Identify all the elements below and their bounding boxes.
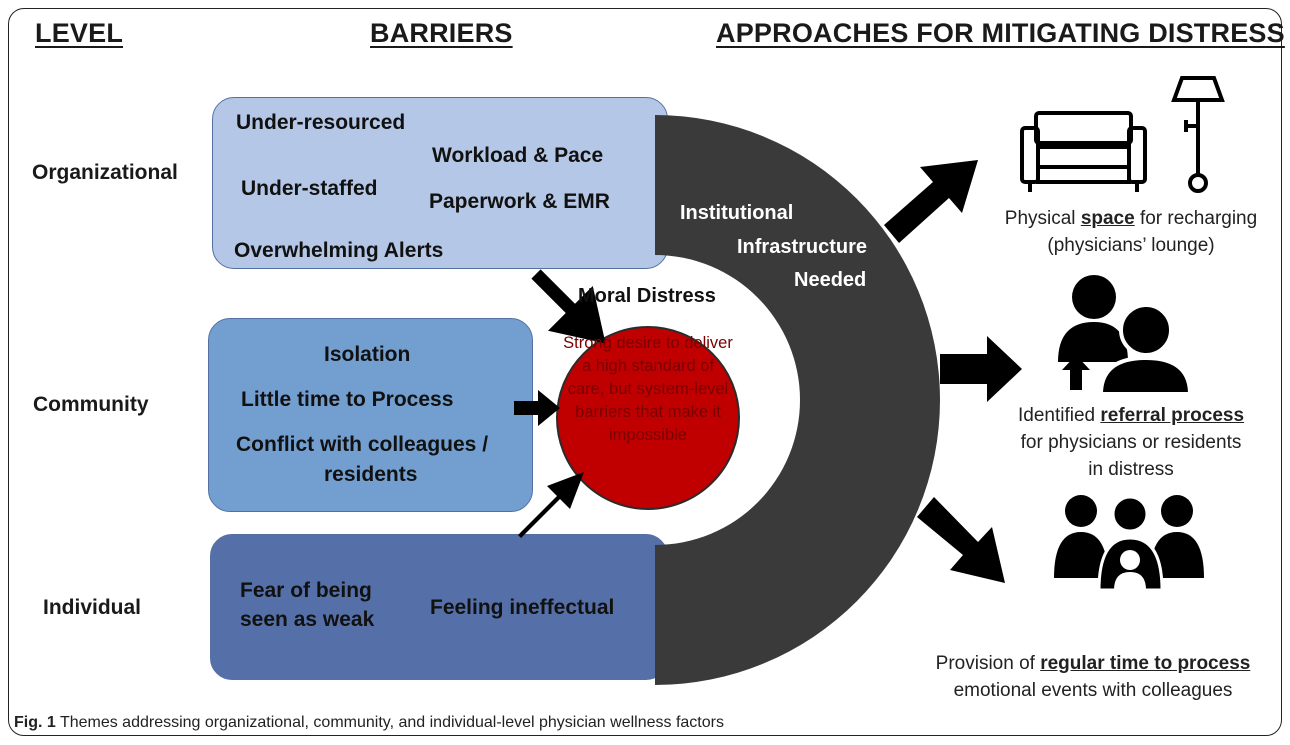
ring-text-infrastructure: Infrastructure [737,236,868,258]
figure-frame [8,8,1282,736]
organizational-barriers-box [212,97,668,269]
approach-regular-key: regular time to process [1040,653,1251,674]
ring-text-institutional: Institutional [680,202,794,224]
approach-space-key: space [1080,208,1135,229]
barrier-paperwork-emr: Paperwork & EMR [429,190,610,213]
arrow-to-space [884,160,978,243]
barrier-isolation: Isolation [324,343,411,366]
figure-caption-text: Themes addressing organizational, commun… [55,714,724,731]
group-people-icon [1054,495,1204,592]
approach-regular-caption: Provision of regular time to process emo… [915,650,1271,704]
approach-referral-pre: Identified [1017,405,1101,426]
approach-space-caption: Physical space for recharging (physician… [990,205,1272,259]
institutional-infrastructure-ring [655,115,940,685]
level-individual: Individual [43,596,142,619]
ring-text-needed: Needed [794,269,867,291]
individual-barriers-box [210,534,668,680]
barrier-fear-weak-line2: seen as weak [240,608,375,631]
referral-people-icon [1058,275,1193,396]
barrier-under-resourced: Under-resourced [236,111,406,134]
arrow-individual-to-center [518,472,584,545]
figure-caption: Fig. 1 Themes addressing organizational,… [14,714,724,732]
approach-referral-line2: for physicians or residents [1020,432,1242,453]
arrow-to-referral [940,336,1022,402]
barrier-workload-pace: Workload & Pace [432,144,604,167]
community-barriers-box [208,318,533,512]
approach-referral-line3: in distress [1088,459,1174,480]
header-level: LEVEL [35,18,124,48]
arrow-community-to-center [514,390,560,426]
approach-regular-line2: emotional events with colleagues [953,680,1233,701]
figure-caption-label: Fig. 1 [14,714,56,731]
barrier-under-staffed: Under-staffed [241,177,378,200]
approach-referral-caption: Identified referral process for physicia… [990,402,1272,483]
barrier-fear-weak-line1: Fear of being [240,579,372,602]
barrier-overwhelming-alerts: Overwhelming Alerts [234,239,444,262]
approach-space-post: for recharging [1134,208,1258,229]
moral-distress-title: Moral Distress [578,285,716,307]
lounge-couch-icon [1020,76,1225,193]
barrier-conflict-cont: residents [324,463,418,486]
barrier-conflict: Conflict with colleagues / [236,433,489,456]
moral-distress-description: Strong desire to deliver a high standard… [563,334,733,444]
approach-regular-pre: Provision of [935,653,1041,674]
barrier-little-time: Little time to Process [241,388,454,411]
barrier-feeling-ineffectual: Feeling ineffectual [430,596,615,619]
header-barriers: BARRIERS [370,18,513,48]
header-approaches: APPROACHES FOR MITIGATING DISTRESS [716,18,1285,48]
approach-referral-key: referral process [1100,405,1245,426]
approach-space-pre: Physical [1004,208,1081,229]
approach-space-line2: (physicians’ lounge) [1047,235,1215,256]
moral-distress-circle [556,326,740,510]
level-organizational: Organizational [32,161,178,184]
level-community: Community [33,393,149,416]
arrow-organizational-to-center [531,269,606,344]
arrow-to-regular-time [917,497,1005,583]
